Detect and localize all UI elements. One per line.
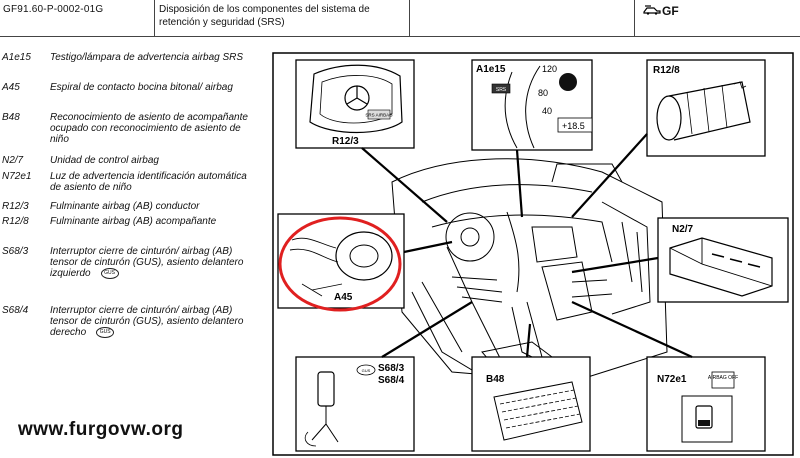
callout-s68: GUS S68/3 S68/4 [295,356,415,452]
callout-r12-3: SRS AIRBAG R12/3 [295,59,415,149]
label-r12-3: R12/3 [332,136,359,147]
gus-badge-diagram: GUS [362,368,371,373]
label-b48: B48 [486,374,505,385]
callout-b48: B48 [471,356,591,452]
gauge-tick-120: 120 [542,64,557,74]
header-cell-gf: GF [635,0,800,36]
label-n72e1: N72e1 [657,374,687,385]
legend-desc: Espiral de contacto bocina bitonal/ airb… [50,82,233,93]
airbag-off-lamp: AIRBAG OFF [708,375,738,381]
callout-n72e1: AIRBAG OFF N72e1 [646,356,766,452]
gauge-readout: +18.5 [562,121,585,131]
legend-desc: Unidad de control airbag [50,155,159,166]
a45-highlight-circle [278,216,402,312]
label-s68-4: S68/4 [378,375,405,386]
legend-desc: Testigo/lámpara de advertencia airbag SR… [50,52,244,63]
airbag-cover-text: SRS AIRBAG [365,113,393,118]
legend-desc: Reconocimiento de asiento de acompañante… [50,112,248,146]
callout-a1e15: SRS 120 80 40 +18.5 A1e15 [471,59,593,151]
srs-component-diagram: SRS AIRBAG R12/3 SRS 120 80 40 +18.5 A1e… [272,52,794,456]
legend-code: N72e1 [2,171,32,182]
car-arrow-icon [643,5,661,15]
website-watermark: www.furgovw.org [18,419,184,440]
gauge-tick-80: 80 [538,88,548,98]
document-title: Disposición de los componentes del siste… [159,4,370,28]
gauge-tick-40: 40 [542,106,552,116]
label-n2-7: N2/7 [672,224,694,235]
legend-code: S68/3 [2,246,29,257]
legend-desc: Interruptor cierre de cinturón/ airbag (… [50,305,244,339]
legend-code: N2/7 [2,155,24,166]
gf-label: GF [643,4,679,18]
leader-lines [361,133,693,358]
header-cell-id: GF91.60-P-0002-01G [0,0,155,36]
callout-a45: A45 [277,213,405,312]
legend-desc: Fulminante airbag (AB) acompañante [50,216,217,227]
label-r12-8: R12/8 [653,65,680,76]
gus-badge: GUS [100,268,119,280]
srs-lamp-tag: SRS [496,87,507,93]
gauge-knob [559,73,577,91]
legend-code: R12/3 [2,201,29,212]
gus-badge: GUS [96,327,115,339]
callout-n2-7: N2/7 [657,217,789,303]
callout-r12-8: R12/8 [646,59,766,157]
legend-code: S68/4 [2,305,29,316]
header-cell-empty [410,0,635,36]
header-cell-title: Disposición de los componentes del siste… [155,0,410,36]
srs-lamp [491,83,511,94]
legend-code: R12/8 [2,216,29,227]
legend-desc: Luz de advertencia identificación automá… [50,171,247,194]
label-a45: A45 [334,292,353,303]
label-s68-3: S68/3 [378,363,405,374]
legend-code: A45 [2,82,20,93]
legend-code: A1e15 [2,52,31,63]
document-id: GF91.60-P-0002-01G [3,4,104,15]
legend-code: B48 [2,112,20,123]
label-a1e15: A1e15 [476,64,506,75]
legend-desc: Interruptor cierre de cinturón/ airbag (… [50,246,244,280]
document-header: GF91.60-P-0002-01G Disposición de los co… [0,0,800,37]
vehicle-interior-sketch [391,158,668,388]
legend-desc: Fulminante airbag (AB) conductor [50,201,200,212]
